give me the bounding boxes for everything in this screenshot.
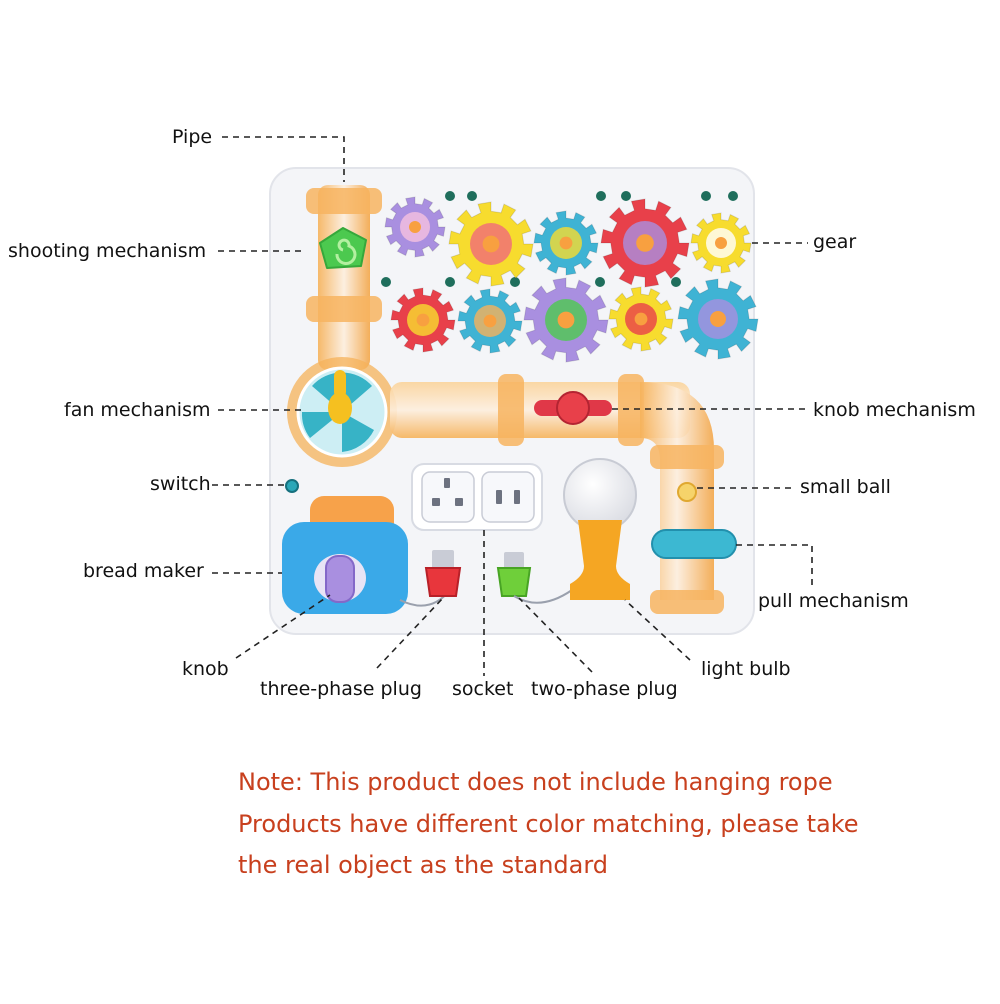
- pipe-ring-d: [650, 590, 724, 614]
- note-line-1: Note: This product does not include hang…: [238, 768, 833, 796]
- socket-holes: [432, 478, 520, 506]
- pipe-ring-b: [618, 374, 644, 446]
- label-bread-maker: bread maker: [83, 560, 204, 582]
- gear-9-hub: [634, 312, 648, 326]
- gear-8-hub: [557, 311, 575, 329]
- light-bulb-base: [570, 520, 630, 600]
- pull-handle[interactable]: [651, 529, 737, 559]
- label-shooting-mechanism: shooting mechanism: [8, 240, 207, 262]
- leader-lines: [212, 136, 813, 676]
- label-light-bulb: light bulb: [701, 658, 791, 680]
- gear-5-hub: [715, 237, 727, 249]
- label-switch: switch: [150, 473, 211, 495]
- socket-two[interactable]: [481, 471, 535, 523]
- fan-handle-stem: [334, 370, 346, 398]
- three-phase-plug[interactable]: [424, 567, 462, 597]
- label-gear: gear: [813, 231, 857, 253]
- two-phase-plug-prongs: [504, 552, 524, 570]
- gear-1-hub: [409, 221, 421, 233]
- pipe-ring-c: [650, 445, 724, 469]
- leader-pull: [736, 544, 813, 588]
- gear-4-hub: [636, 234, 654, 252]
- note-line-2: Products have different color matching, …: [238, 810, 859, 838]
- pipe-ring-a: [498, 374, 524, 446]
- fan-handle[interactable]: [328, 392, 352, 424]
- label-two-phase-plug: two-phase plug: [531, 678, 678, 700]
- vertical-pipe: [318, 185, 370, 370]
- label-small-ball: small ball: [800, 476, 891, 498]
- leader-bulb: [624, 599, 691, 661]
- gear-2-hub: [482, 235, 500, 253]
- three-phase-plug-prongs: [432, 550, 454, 570]
- label-pull-mechanism: pull mechanism: [758, 590, 909, 612]
- note-line-3: the real object as the standard: [238, 851, 609, 879]
- two-phase-plug[interactable]: [496, 567, 532, 597]
- leader-pipe: [222, 136, 345, 182]
- switch-button[interactable]: [285, 479, 299, 493]
- leader-knob: [235, 594, 331, 659]
- label-knob-mechanism: knob mechanism: [813, 399, 976, 421]
- gear-7-hub: [483, 314, 497, 328]
- gear-10-hub: [710, 311, 726, 327]
- label-knob: knob: [182, 658, 229, 680]
- label-socket: socket: [452, 678, 514, 700]
- shooting-button-swirl: [335, 238, 357, 265]
- small-ball: [677, 482, 697, 502]
- gear-3-hub: [559, 236, 573, 250]
- label-three-phase-plug: three-phase plug: [260, 678, 422, 700]
- socket-three[interactable]: [421, 471, 475, 523]
- leader-three-phase: [376, 597, 444, 669]
- bread-maker-knob[interactable]: [325, 555, 355, 603]
- label-fan-mechanism: fan mechanism: [64, 399, 211, 421]
- gear-holes: [381, 191, 738, 287]
- pipe-ring-mid: [306, 296, 382, 322]
- gears: [384, 196, 759, 363]
- knob-mechanism-center[interactable]: [556, 391, 590, 425]
- gear-6-hub: [416, 313, 430, 327]
- label-pipe: Pipe: [172, 126, 213, 148]
- pipe-ring-top: [306, 188, 382, 214]
